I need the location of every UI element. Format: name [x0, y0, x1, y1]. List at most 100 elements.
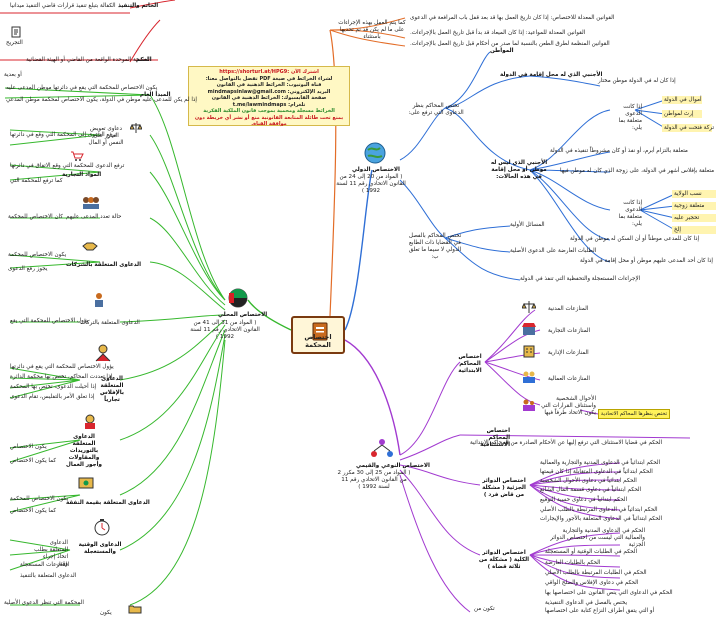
intl-a3-4d[interactable]: إلخ	[674, 227, 681, 233]
intl-b-title[interactable]: تختص المحاكم بالفصل في القضايا ذات الطاب…	[408, 233, 462, 260]
quality-p3f[interactable]: الحكم ابتدائياً في الدعاوى المرتبطة بالط…	[540, 507, 658, 513]
scales-of-justice-icon	[522, 301, 536, 313]
intl-a3-5[interactable]: إذا كان للمدعى موطناً أو أن السكن له موط…	[570, 236, 700, 242]
intl-a3-1b[interactable]: إرث لمواطن	[664, 111, 694, 117]
top-enforcement-desc[interactable]: الكفالة بتبلغ تنفيذ قرارات قاضي التنفيذ …	[10, 3, 116, 9]
intl-root[interactable]: الاختصاص الدولي	[352, 167, 400, 173]
intl-a3-4c[interactable]: تحجير عليه	[674, 215, 700, 221]
quality-p4d[interactable]: الحكم في الطلبات المرتبطة بالطلب الأصلي	[545, 570, 647, 576]
intl-a3-6[interactable]: إذا كان أحد المدعى عليهم موطن أو محل إقا…	[580, 258, 713, 264]
top-law-2[interactable]: القوانين المعدلة للمواعيد: إذا كان الميع…	[410, 30, 586, 36]
quality-p1[interactable]: اختصاص المحاكم الابتدائية	[458, 354, 482, 374]
intl-a3-1a[interactable]: أموال في الدولة	[664, 97, 702, 103]
top-law-3[interactable]: القوانين المنظمة لطرق الطعن بالنسبة لما …	[410, 41, 610, 47]
handshake-icon	[82, 242, 98, 251]
local-l4[interactable]: دعاوى تعويض الضرر على النفس أو المال	[88, 126, 124, 146]
quality-p5[interactable]: يختص بالفصل في الدعاوى التنفيذية	[545, 600, 627, 606]
intl-a-title[interactable]: تختص المحاكم بنظر الدعاوى التي ترفع على:	[408, 103, 464, 116]
intl-a3-4a[interactable]: نسب الولاية	[674, 191, 702, 197]
quality-root[interactable]: الاختصاص النوعي والقيمي	[356, 463, 430, 469]
quality-p2a[interactable]: الحكم في قضايا الاستئناف التي ترفع إليها…	[470, 440, 663, 446]
intl-a1[interactable]: المواطن	[490, 48, 514, 54]
local-l10[interactable]: كان الاختصاص للمحكمة	[8, 214, 63, 220]
top-after-label[interactable]: أو بعدية	[4, 72, 22, 78]
local-l25[interactable]: يكون الاختصاص للمحكمة	[10, 496, 69, 502]
local-l24[interactable]: الدعاوى المتعلقة بقيمة النفقة	[66, 500, 150, 506]
local-l1[interactable]: يكون الاختصاص للمحكمة التي يقع في دائرته…	[6, 85, 158, 91]
intl-a3-2[interactable]: متعلقة بالتزام أبرم، أو نفذ أو كان مشروط…	[550, 148, 688, 154]
local-l8[interactable]: كما ترفع للمحكمة التي	[10, 178, 63, 184]
quality-p3e[interactable]: الحكم ابتدائياً في دعاوى حسبة التوقيع	[540, 497, 628, 503]
quality-p4c[interactable]: الحكم بالطلبات العارضة	[545, 560, 601, 566]
central-node[interactable]: اختصاص المحكمة	[291, 316, 345, 354]
top-recusal-label[interactable]: التجريح	[6, 40, 23, 46]
local-l5[interactable]: ترفع الدعوى إلى المحكمة التي وقع في دائر…	[10, 132, 117, 138]
local-l22[interactable]: يكون الاختصاص	[10, 444, 47, 450]
intl-a2-1[interactable]: إذا كان له في الدولة موطن مختار	[598, 78, 676, 84]
local-l9[interactable]: حالة تعدد المدعى عليهم	[66, 214, 122, 220]
top-law-1[interactable]: القوانين المعدلة للاختصاص: إذا كان تاريخ…	[410, 15, 615, 21]
quality-p5a[interactable]: أو التي يتفق أطراف النزاع كتابة على اختص…	[545, 608, 655, 614]
local-l13[interactable]: يجوز رفع الدعوى	[8, 266, 48, 272]
intl-a3-3[interactable]: متعلقة بإفلاس أشهر في الدولة، على زوجة ا…	[560, 168, 715, 174]
quality-p1e[interactable]: الأحوال الشخصية واستئناف القرارات التي ي…	[541, 396, 596, 416]
intl-b3[interactable]: الإجراءات المستعجلة والتحفظية التي تنفذ …	[520, 276, 641, 282]
top-procedure-note[interactable]: كما يتم العمل بهذه الإجراءات على ما لم ي…	[338, 20, 406, 40]
uae-flag-icon	[228, 288, 248, 308]
quality-p4a[interactable]: الحكم في الدعاوى المدنية والتجارية والعم…	[550, 528, 645, 548]
quality-p1a[interactable]: المنازعات المدنية	[548, 306, 589, 312]
intl-a3[interactable]: الأجنبي الذي ليس له موطن أو محل إقامة في…	[490, 160, 548, 180]
intl-a3-4b[interactable]: متعلقة زوجية	[674, 203, 705, 209]
quality-p1-highlight[interactable]: تختص بنظرها المحاكم الاتحادية	[598, 409, 670, 419]
quality-p4e[interactable]: الحكم في دعاوى الإفلاس والصلح الواقي	[545, 580, 639, 586]
local-l32[interactable]: يكون	[100, 610, 112, 616]
local-l27[interactable]: الدعاوى الوقتية والمستعجلة	[78, 542, 122, 555]
top-judgment-label[interactable]: الحكم	[136, 57, 152, 63]
intl-b2[interactable]: الطلبات العارضة على الدعوى الأصلية	[510, 248, 597, 254]
quality-p3b[interactable]: الحكم ابتدائياً في الدعاوى المتقابلة إذا…	[540, 469, 653, 475]
local-l19[interactable]: إذا أحيلت الدعوى، تختص بها المحكمة	[10, 384, 97, 390]
local-l17[interactable]: إذا تعددت المحاكم، تختص بها محكمة الدائر…	[10, 374, 113, 380]
local-l11[interactable]: الدعاوى المتعلقة بالشركات	[66, 262, 142, 268]
local-l28[interactable]: الدعاوى المتعلقة بطلب اتخاذ إجراء وقتي	[34, 540, 68, 567]
local-l31[interactable]: المحكمة التي تنظر الدعوى الأصلية	[4, 600, 84, 606]
intl-b1[interactable]: المسائل الأولية	[510, 222, 545, 228]
local-l21[interactable]: الدعاوى المتعلقة بالتوريدات والمقاولات و…	[66, 434, 102, 468]
quality-p3[interactable]: اختصاص الدوائر الجزئية ( مشكلة من قاض فر…	[482, 478, 526, 498]
local-l2[interactable]: المبدأ العام	[140, 92, 171, 98]
local-l16[interactable]: يؤول الاختصاص للمحكمة التي يقع في دائرته…	[10, 364, 114, 370]
local-l23[interactable]: كما يكون الاختصاص	[10, 458, 57, 464]
quality-p2[interactable]: اختصاص المحاكم الاستئنافية	[480, 428, 510, 448]
intl-a3-1[interactable]: إذا كانت الدعوى متعلقة بما يلي:	[618, 104, 642, 131]
intl-a3-1c[interactable]: تركة فتحت في الدولة	[664, 125, 715, 131]
quality-p3a[interactable]: الحكم ابتدائياً في الدعاوى المدنية والتج…	[540, 460, 661, 466]
quality-p3d[interactable]: الحكم ابتدائياً في دعاوى قسمة المال الشا…	[540, 487, 642, 493]
info-note: اشترك الآن :https://shorturl.at/HPG9 لشر…	[188, 66, 350, 127]
quality-p4b[interactable]: الحكم في الطلبات الوقتية أو المستعجلة	[545, 549, 638, 555]
local-l26[interactable]: كما يكون الاختصاص	[10, 508, 57, 514]
local-l15[interactable]: يؤول الاختصاص للمحكمة التي يقع	[10, 318, 89, 324]
top-enforcement-label[interactable]: الخاتم والتنفيذ	[118, 3, 159, 9]
local-l3[interactable]: إذا لم يكن للمدعى عليه موطن في الدولة، ي…	[6, 97, 197, 103]
local-l29[interactable]: المنازعات المستعجلة	[20, 562, 70, 568]
local-l20[interactable]: إذا تعلق الأمر بالتفليس، تقام الدعوى	[10, 394, 95, 400]
quality-p4[interactable]: اختصاص الدوائر الكلية ( مشكلة من ثلاثة ق…	[478, 550, 530, 570]
local-l6[interactable]: المواد التجارية	[62, 172, 102, 178]
local-l14[interactable]: الدعاوى المتعلقة بالتركات	[80, 320, 140, 326]
quality-p5b[interactable]: تكون من	[474, 606, 495, 612]
quality-p3g[interactable]: الحكم ابتدائياً في الدعاوى المتعلقة بالأ…	[540, 516, 663, 522]
intl-a2[interactable]: الأجنبي الذي له محل إقامة في الدولة	[500, 72, 603, 78]
quality-p1b[interactable]: المنازعات التجارية	[548, 328, 591, 334]
local-l30[interactable]: الدعاوى المتعلقة بالتنفيذ	[20, 573, 77, 579]
quality-p1c[interactable]: المنازعات الإدارية	[548, 350, 589, 356]
intl-a3-4[interactable]: إذا كانت الدعوى متعلقة بما يلي:	[618, 200, 642, 227]
local-root[interactable]: الاختصاص المحلي	[218, 312, 268, 318]
quality-p3c[interactable]: الحكم ابتدائياً في دعاوى الأحوال الشخصية	[540, 478, 637, 484]
central-title: اختصاص المحكمة	[304, 333, 332, 349]
top-judgment-desc[interactable]: النسخة الموحدة الواقعة من القاضي أو الهي…	[26, 57, 150, 63]
local-l7[interactable]: ترفع الدعوى للمحكمة التي وقع الاتفاق في …	[10, 163, 125, 169]
local-l18[interactable]: الدعاوى المتعلقة بالإفلاس تجارياً	[100, 376, 124, 403]
quality-p1d[interactable]: المنازعات العمالية	[548, 376, 590, 382]
local-l12[interactable]: يكون الاختصاص للمحكمة	[8, 252, 67, 258]
quality-p4f[interactable]: الحكم في الدعاوى التي ينص القانون على اخ…	[545, 590, 673, 596]
